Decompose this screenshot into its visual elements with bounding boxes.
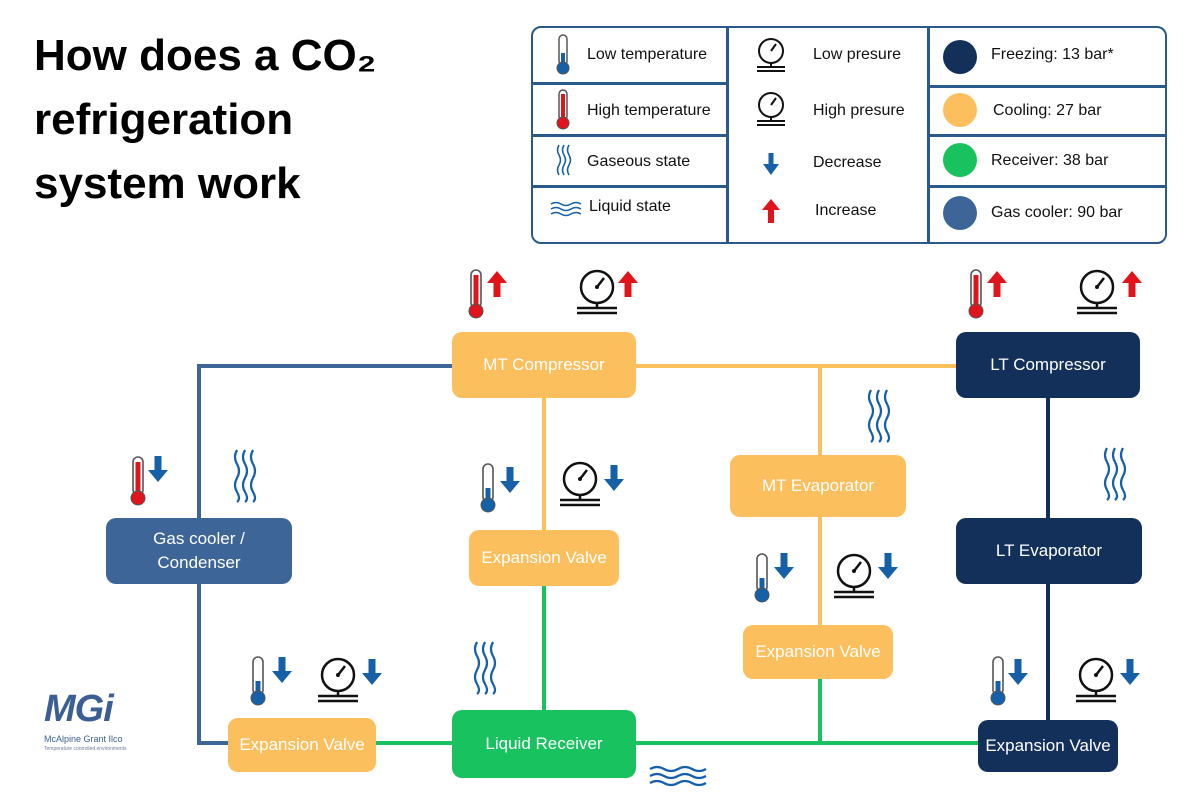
arrow-down-icon	[774, 553, 794, 579]
pipe-gas-cooler-to-valve	[197, 584, 228, 745]
legend-receiver: Receiver: 38 bar	[991, 152, 1109, 169]
title-line-2: refrigeration	[34, 95, 294, 144]
gaseous-state-icon	[1103, 447, 1127, 501]
thermometer-hot-icon	[968, 269, 984, 319]
company-logo: MGi McAlpine Grant Ilco Temperature cont…	[44, 688, 154, 758]
logo-tagline: Temperature controlled environments	[44, 746, 127, 752]
arrow-down-icon	[272, 657, 292, 683]
legend-cooling: Cooling: 27 bar	[993, 102, 1102, 119]
gas-cooler-condenser[interactable]: Gas cooler / Condenser	[106, 518, 292, 584]
pressure-gauge-icon	[577, 269, 617, 315]
title-line-3: system work	[34, 159, 301, 208]
expansion-valve-lt-label: Expansion Valve	[985, 736, 1111, 755]
gas-cooler-color-dot	[943, 196, 977, 230]
legend-divider	[533, 134, 726, 137]
pressure-gauge-icon	[1077, 269, 1117, 315]
thermometer-cold-icon	[754, 553, 770, 603]
arrow-down-icon	[878, 553, 898, 579]
gauge-low-icon	[757, 38, 785, 72]
arrow-down-icon	[500, 467, 520, 493]
thermometer-hot-icon	[130, 456, 146, 506]
expansion-valve-mid-label: Expansion Valve	[755, 642, 881, 661]
mt-compressor[interactable]: MT Compressor	[452, 332, 636, 398]
legend-divider	[927, 85, 1165, 88]
mt-evaporator-label: MT Evaporator	[761, 476, 875, 495]
pressure-gauge-icon	[834, 553, 874, 599]
pressure-gauge-icon	[1076, 657, 1116, 703]
lt-compressor-label: LT Compressor	[990, 355, 1106, 374]
liquid-state-icon	[550, 201, 582, 217]
legend-divider	[927, 134, 1165, 137]
page-title: How does a CO₂ refrigeration system work	[34, 24, 494, 216]
thermometer-cold-icon	[990, 656, 1006, 706]
thermometer-cold-icon	[556, 34, 570, 75]
freezing-color-dot	[943, 40, 977, 74]
arrow-up-icon	[762, 199, 780, 223]
arrow-down-icon	[1120, 659, 1140, 685]
arrow-up-icon	[1122, 271, 1142, 297]
pipe-compressor-to-gas-cooler	[197, 364, 452, 520]
expansion-valve-lt[interactable]: Expansion Valve	[978, 720, 1118, 772]
legend-increase: Increase	[815, 202, 877, 219]
thermometer-hot-icon	[468, 269, 484, 319]
arrow-up-icon	[618, 271, 638, 297]
gauge-high-icon	[757, 92, 785, 126]
legend-gaseous-state: Gaseous state	[587, 153, 691, 170]
mt-evaporator[interactable]: MT Evaporator	[730, 455, 906, 517]
arrow-down-icon	[1008, 659, 1028, 685]
arrow-down-icon	[362, 659, 382, 685]
legend-divider	[726, 28, 729, 242]
logo-name: McAlpine Grant Ilco	[44, 734, 123, 744]
expansion-valve-gas-cooler[interactable]: Expansion Valve	[228, 718, 376, 772]
expansion-valve-mid[interactable]: Expansion Valve	[743, 625, 893, 679]
lt-evaporator-label: LT Evaporator	[995, 541, 1103, 560]
legend-low-pressure: Low presure	[813, 46, 902, 63]
title-line-1: How does a CO₂	[34, 31, 377, 80]
arrow-up-icon	[487, 271, 507, 297]
arrow-down-icon	[604, 465, 624, 491]
gaseous-state-icon	[556, 144, 572, 176]
legend-gas-cooler: Gas cooler: 90 bar	[991, 204, 1123, 221]
legend-low-temperature: Low temperature	[587, 46, 708, 63]
legend-table: Low temperature High temperature Gaseous…	[531, 26, 1167, 244]
legend-divider	[533, 185, 726, 188]
lt-compressor[interactable]: LT Compressor	[956, 332, 1140, 398]
gaseous-state-icon	[867, 389, 891, 443]
cooling-color-dot	[943, 93, 977, 127]
mt-compressor-label: MT Compressor	[483, 355, 605, 374]
legend-freezing: Freezing: 13 bar*	[991, 46, 1114, 63]
legend-divider	[927, 185, 1165, 188]
legend-liquid-state: Liquid state	[589, 198, 671, 215]
thermometer-cold-icon	[250, 656, 266, 706]
liquid-state-icon	[649, 765, 707, 787]
expansion-valve-gc-label: Expansion Valve	[239, 735, 365, 754]
legend-divider	[533, 82, 726, 85]
pressure-gauge-icon	[560, 461, 600, 507]
legend-decrease: Decrease	[813, 154, 882, 171]
gas-cooler-label: Gas cooler / Condenser	[153, 529, 245, 572]
receiver-color-dot	[943, 143, 977, 177]
gaseous-state-icon	[233, 449, 257, 503]
expansion-valve-mt[interactable]: Expansion Valve	[469, 530, 619, 586]
arrow-down-icon	[763, 153, 779, 175]
gaseous-state-icon	[473, 641, 497, 695]
liquid-receiver[interactable]: Liquid Receiver	[452, 710, 636, 778]
lt-evaporator[interactable]: LT Evaporator	[956, 518, 1142, 584]
thermometer-cold-icon	[480, 463, 496, 513]
arrow-up-icon	[987, 271, 1007, 297]
liquid-receiver-label: Liquid Receiver	[485, 734, 603, 753]
thermometer-hot-icon	[556, 89, 570, 130]
arrow-down-icon	[148, 456, 168, 482]
pressure-gauge-icon	[318, 657, 358, 703]
legend-high-temperature: High temperature	[587, 102, 711, 119]
legend-high-pressure: High presure	[813, 102, 905, 119]
expansion-valve-mt-label: Expansion Valve	[481, 548, 607, 567]
logo-mark: MGi	[44, 688, 114, 730]
